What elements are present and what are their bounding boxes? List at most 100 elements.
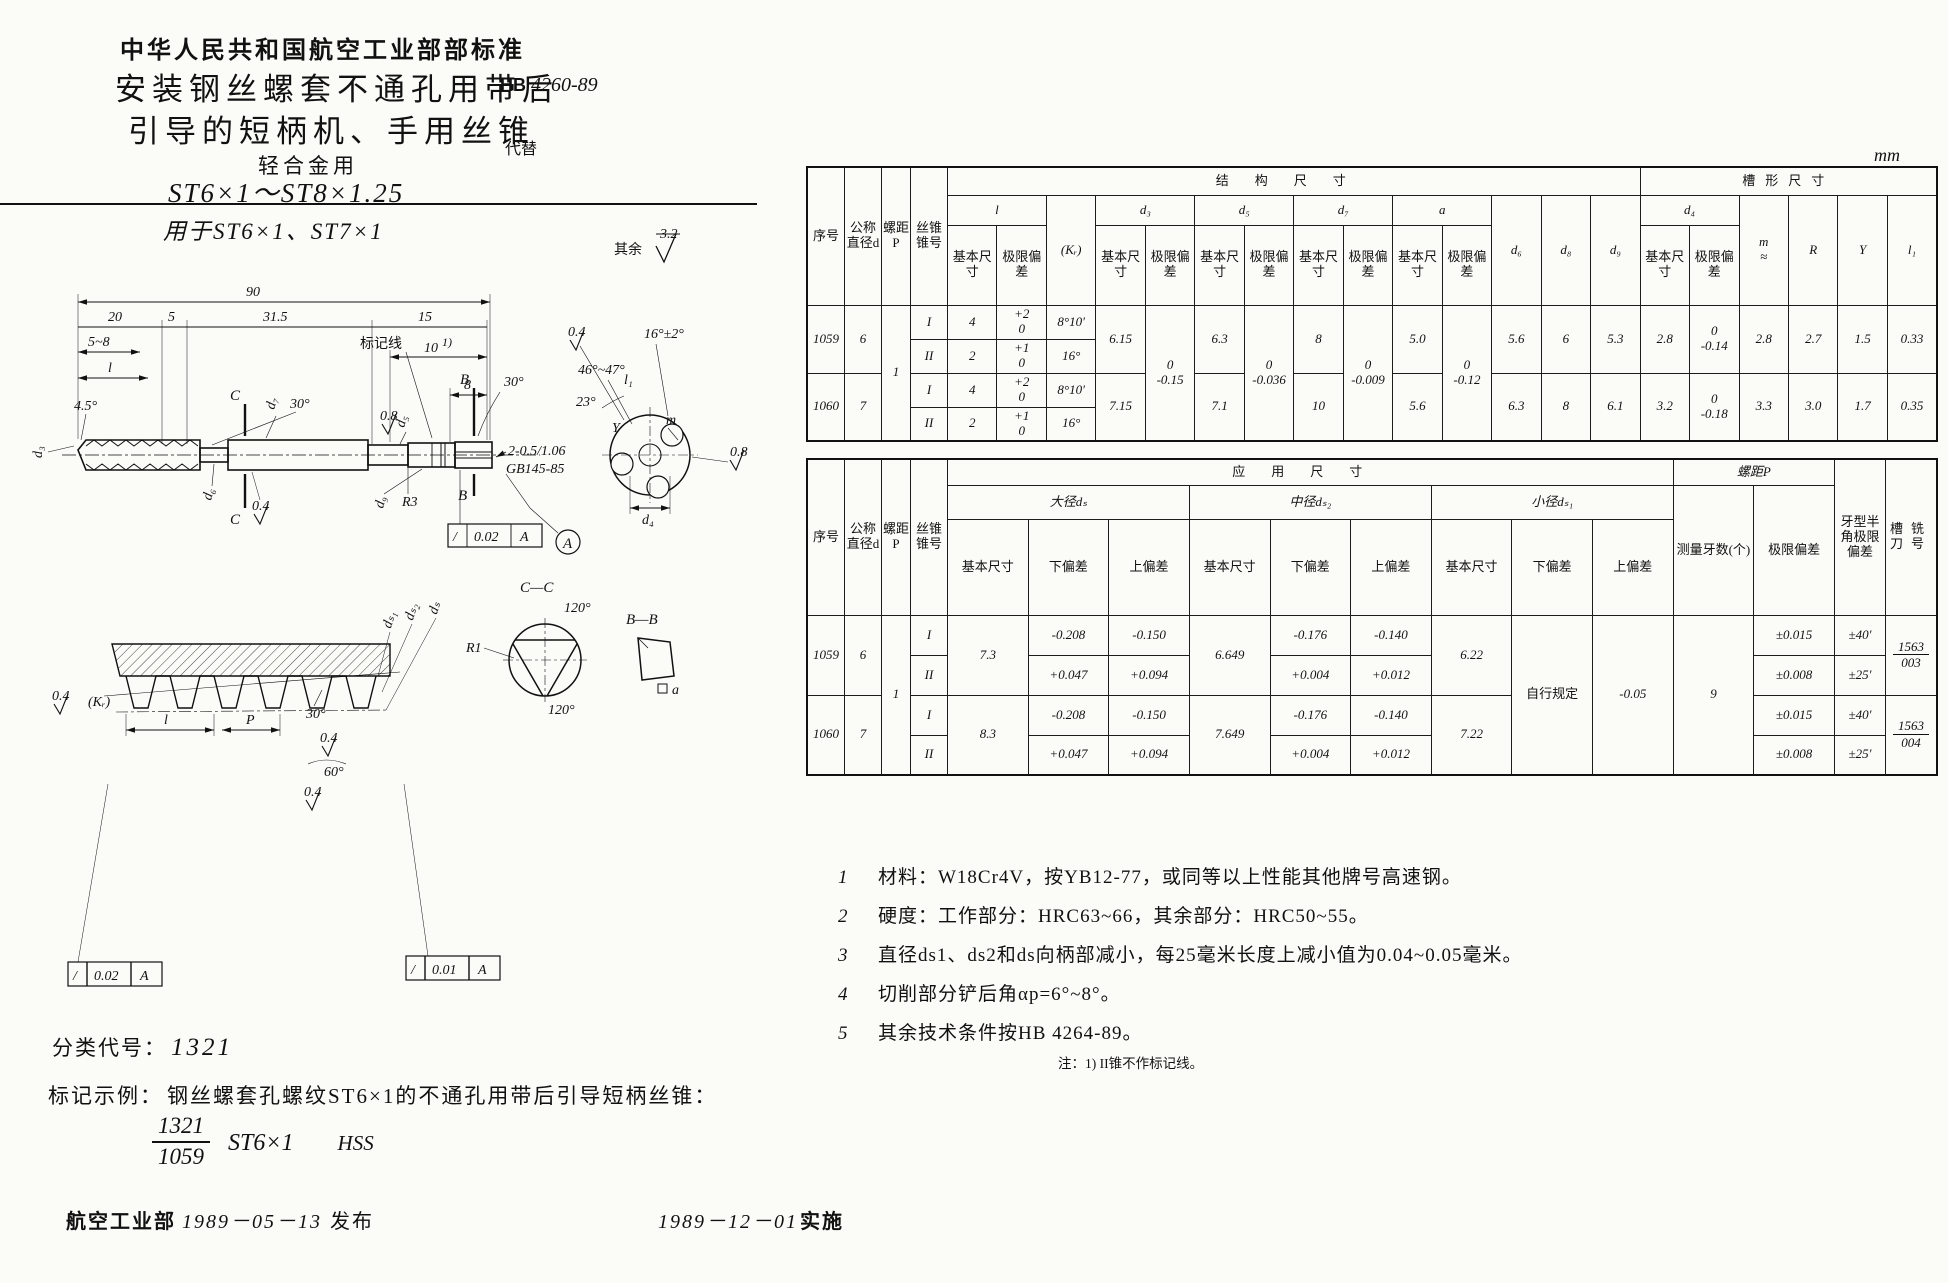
t1-d8: 6 <box>1540 304 1592 374</box>
cc-ang120-bottom: 120° <box>548 703 575 718</box>
label-r3: R3 <box>401 495 418 510</box>
t1-l1: 0.33 <box>1886 304 1938 374</box>
t1-d6: 6.3 <box>1491 372 1542 442</box>
t2-h-ds1-hi: 上偏差 <box>1592 518 1674 616</box>
cutter-denominator: 004 <box>1901 735 1921 751</box>
t2-h-half-angle-dev: 牙型半角极限偏差 <box>1834 458 1886 616</box>
footer-publish-date: 1989－05－13 <box>182 1211 322 1233</box>
section-bb: B—B a <box>626 612 679 698</box>
t1-h-d6: d₆ <box>1491 194 1542 306</box>
t2-h-ds-hi: 上偏差 <box>1108 518 1190 616</box>
t1-l-dev: +2 0 <box>996 304 1047 340</box>
t1-kr: 8°10′ <box>1045 304 1097 340</box>
finish-check-icon <box>321 735 337 758</box>
end-view: 0.4 16°±2° 46°~47° 23° l₁ Y m 0.8 d₄ <box>568 325 748 528</box>
profile-p: P <box>245 713 255 728</box>
surface-finish-note: 其余 3.2 <box>614 227 680 264</box>
t1-h-d7-basic: 基本尺寸 <box>1293 224 1344 306</box>
geo-datum-ref: A <box>139 969 149 984</box>
t2-ds-lo: +0.047 <box>1027 654 1110 696</box>
footnote: 注：1) II锥不作标记线。 <box>1058 1056 1204 1071</box>
t1-h-d7: d₇ <box>1293 194 1394 226</box>
t1-l-dev: +1 0 <box>996 406 1047 442</box>
standard-number: HB 4260-89 <box>500 74 598 97</box>
label-d6: d₆ <box>200 486 218 501</box>
t1-h-d3: d₃ <box>1095 194 1196 226</box>
t2-h-ds1-lo: 下偏差 <box>1511 518 1593 616</box>
t1-h-l-dev: 极限偏差 <box>996 224 1047 306</box>
t2-ds1: 7.22 <box>1430 694 1513 776</box>
t2-row-no: 1059 <box>806 614 845 696</box>
t1-d9: 5.3 <box>1590 304 1641 374</box>
t1-d7: 10 <box>1293 372 1344 442</box>
t2-h-ds2-basic: 基本尺寸 <box>1188 518 1271 616</box>
supersedes-label: 代替 <box>505 141 538 158</box>
dim-ten-note: 1) <box>442 335 452 349</box>
t2-p: 1 <box>881 614 911 776</box>
t1-d4-dev: 0 -0.14 <box>1689 304 1740 374</box>
label-d3: d₃ <box>31 446 46 458</box>
t1-d4: 3.2 <box>1639 372 1691 442</box>
t2-h-cutter-no: 槽铣刀号 <box>1885 458 1938 616</box>
t1-h-m: m ≈ <box>1738 194 1789 306</box>
footer-publish-label: 发布 <box>330 1211 374 1233</box>
t2-h-ds-lo: 下偏差 <box>1027 518 1110 616</box>
t1-d9: 6.1 <box>1590 372 1641 442</box>
note-text: 其余技术条件按HB 4264-89。 <box>878 1023 1143 1044</box>
finish-check-icon <box>253 503 269 526</box>
t2-ds2-hi: +0.012 <box>1350 654 1432 696</box>
t1-cone: I <box>910 304 948 340</box>
t1-h-d4-basic: 基本尺寸 <box>1639 224 1691 306</box>
section-b-top: B <box>460 372 469 388</box>
marking-desig: ST6×1 <box>228 1129 294 1156</box>
endview-y: Y <box>612 421 622 436</box>
t1-h-index: 序号 <box>806 166 845 306</box>
dim-seg5: 5 <box>168 310 175 325</box>
section-cc-title: C—C <box>520 580 554 596</box>
t2-ds2-hi: +0.012 <box>1350 734 1432 776</box>
t1-d4: 2.8 <box>1639 304 1691 374</box>
cutter-denominator: 003 <box>1901 655 1921 671</box>
thread-crest-top <box>85 439 199 447</box>
title-rule <box>0 203 757 205</box>
t1-cone: II <box>910 406 948 442</box>
t2-row-no: 1060 <box>806 694 845 776</box>
t1-h-kr: (Kᵣ) <box>1045 194 1097 306</box>
t1-h-l-basic: 基本尺寸 <box>946 224 998 306</box>
cc-ang120-top: 120° <box>564 601 591 616</box>
t2-ds-hi: -0.150 <box>1108 614 1190 656</box>
geo-symbol: / <box>452 530 458 545</box>
label-d7: d₇ <box>263 396 281 411</box>
t1-h-d4-dev: 极限偏差 <box>1689 224 1740 306</box>
t1-h-d4: d₄ <box>1639 194 1740 226</box>
t1-h-slot-group: 槽形尺寸 <box>1639 166 1938 196</box>
t1-d7: 8 <box>1293 304 1344 374</box>
t1-d5: 6.3 <box>1194 304 1245 374</box>
endview-ang4647: 46°~47° <box>578 363 625 378</box>
note-text: 材料：W18Cr4V，按YB12-77，或同等以上性能其他牌号高速钢。 <box>878 867 1462 888</box>
t2-half: ±40′ <box>1834 614 1886 656</box>
t1-a-dev: 0 -0.12 <box>1441 304 1493 442</box>
t2-h-nominal-diameter: 公称直径d <box>844 458 882 616</box>
endview-rough-08: 0.8 <box>730 445 748 460</box>
t1-d5: 7.1 <box>1194 372 1245 442</box>
subtitle-applicability: 用于ST6×1、ST7×1 <box>163 219 384 244</box>
t1-row-no: 1060 <box>806 372 845 442</box>
t2-h-apply-group: 应用尺寸 <box>947 458 1674 486</box>
endview-d4: d₄ <box>642 513 654 528</box>
label-d9: d₉ <box>372 494 390 509</box>
t2-ds2-lo: -0.176 <box>1269 694 1352 736</box>
dim-l: l <box>108 361 112 376</box>
note-text: 硬度：工作部分：HRC63~66，其余部分：HRC50~55。 <box>878 906 1369 927</box>
t2-cone: II <box>910 734 948 776</box>
bb-a-label: a <box>672 683 679 698</box>
note-text: 切削部分铲后角αp=6°~8°。 <box>878 984 1121 1005</box>
geo-symbol: / <box>410 963 416 978</box>
t2-ds2: 7.649 <box>1188 694 1271 776</box>
profile-ds2: dₛ₂ <box>402 601 422 622</box>
geo-value: 0.02 <box>94 969 119 984</box>
t1-h-d5-basic: 基本尺寸 <box>1194 224 1245 306</box>
t2-h-ds1-basic: 基本尺寸 <box>1430 518 1513 616</box>
